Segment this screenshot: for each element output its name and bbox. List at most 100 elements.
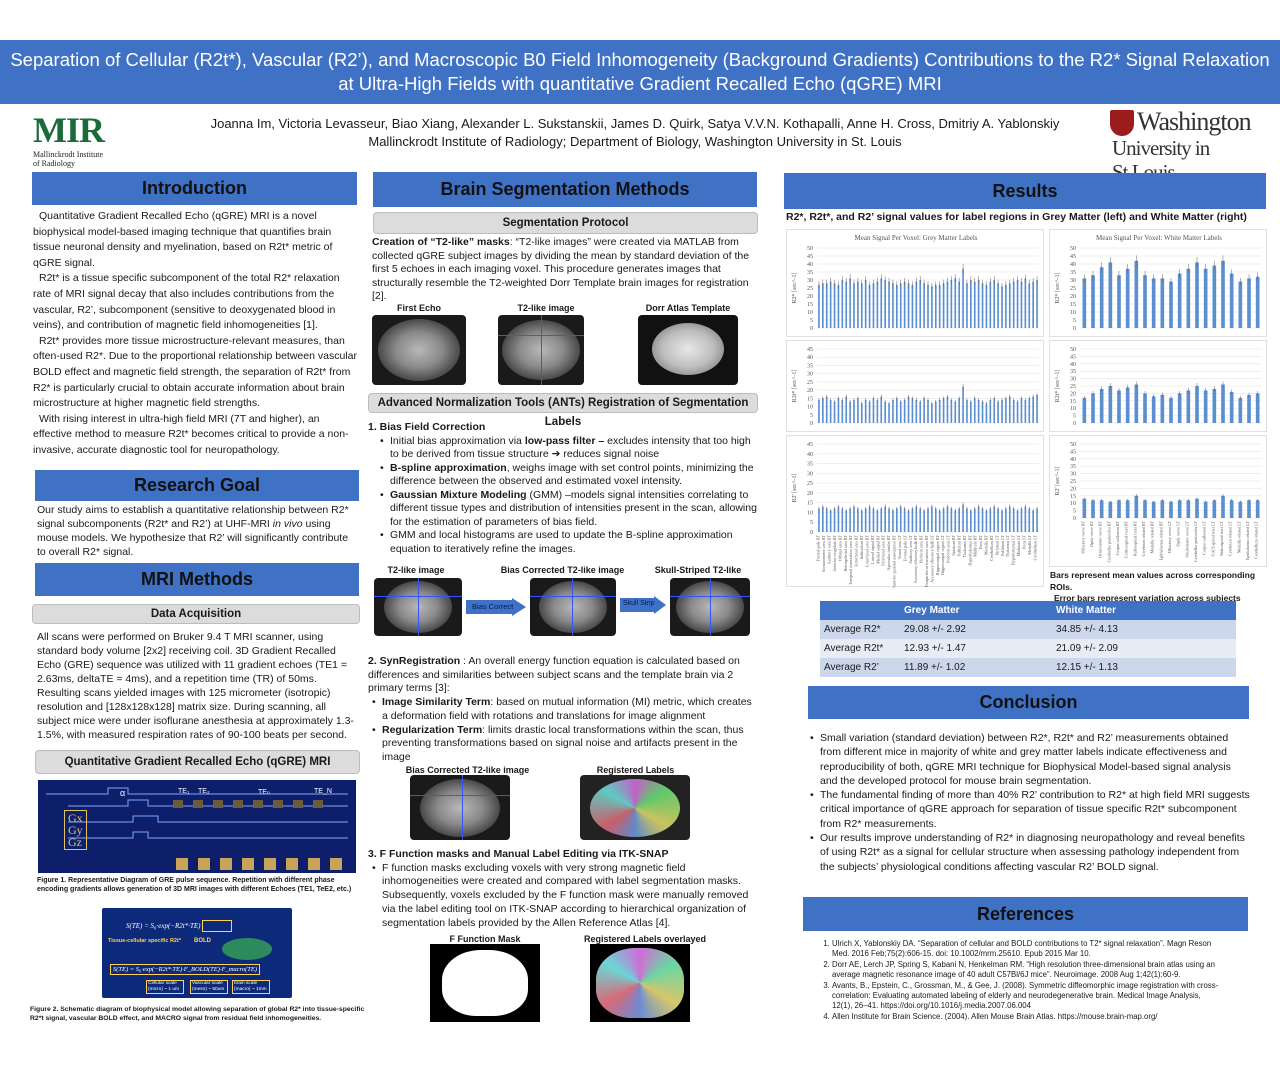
bar (973, 281, 976, 328)
x-tick-label: Retrosplenial area RT (843, 535, 848, 572)
bar (907, 510, 910, 532)
mir-logo-mark: MIR (33, 110, 105, 150)
x-tick-label: Ectorhinal area RT (854, 535, 859, 567)
bias-field-list: Initial bias approximation via low-pass … (368, 435, 758, 557)
y-tick-label: 30 (1070, 278, 1076, 284)
x-tick-label: Olfactory nerve RT (1080, 521, 1085, 554)
bar (1143, 393, 1147, 423)
chart-svg: R2' [sec^-1]05101520253035404550Olfactor… (1055, 442, 1262, 562)
first-echo-label: First Echo (396, 303, 441, 313)
bar (934, 284, 937, 328)
bar (1186, 268, 1191, 328)
bar (864, 399, 867, 423)
x-tick-label: Striatum RT (951, 535, 956, 556)
bar (884, 506, 886, 532)
qgre-subheading: Quantitative Gradient Recalled Echo (qGR… (35, 750, 360, 774)
bar (1012, 281, 1015, 328)
intro-paragraph: R2t* provides more tissue microstructure… (33, 334, 357, 410)
bias-item-3-text: GMM and local histograms are used to upd… (390, 529, 733, 555)
bar (880, 278, 883, 328)
bar (818, 508, 820, 532)
bar (1005, 508, 1007, 532)
research-goal-heading: Research Goal (35, 470, 359, 501)
bar (973, 398, 976, 423)
introduction-heading: Introduction (32, 172, 357, 205)
bar (950, 399, 953, 423)
bar (1036, 395, 1038, 423)
bar (1032, 510, 1034, 532)
x-tick-label: Pallidum LT (1000, 535, 1005, 556)
mir-logo-line2: of Radiology (33, 159, 75, 168)
table-cell: 12.93 +/- 1.47 (900, 639, 1052, 658)
bias-item-2-post: (GMM) –models signal intensities correla… (390, 488, 757, 528)
y-tick-label: 25 (807, 380, 813, 386)
bias-item-1-bold: B-spline approximation (390, 461, 507, 474)
bar (1247, 394, 1251, 423)
f-function-list: F function masks excluding voxels with v… (368, 862, 758, 931)
bar (911, 508, 914, 532)
bar (892, 283, 894, 328)
bar (1143, 275, 1147, 328)
bar (822, 283, 824, 328)
table-cell: Average R2* (820, 620, 900, 639)
bar (1255, 276, 1260, 328)
research-goal-heading-text: Research Goal (133, 475, 261, 495)
y-axis-label: R2t* [sec^-1] (792, 370, 798, 403)
bar (970, 401, 972, 423)
x-tick-label: Frontal pole LT (902, 535, 907, 562)
pipeline-bias-label: Bias Corrected T2-like image (500, 565, 625, 575)
bar (1160, 394, 1165, 423)
x-tick-label: Auditory area RT (827, 535, 832, 565)
chart-notes: Bars represent mean values across corres… (1050, 570, 1275, 605)
table-cell: Average R2’ (820, 658, 900, 677)
affiliation: Mallinckrodt Institute of Radiology; Dep… (368, 134, 902, 149)
bar (997, 283, 999, 328)
conclusion-heading-text: Conclusion (979, 692, 1078, 712)
bar (915, 281, 918, 328)
x-tick-label: Visual area LT (897, 535, 902, 560)
bar (1169, 397, 1173, 423)
bar (954, 401, 957, 423)
bias-item-0-post: excludes intensity that too high to be d… (390, 434, 751, 461)
bar (1028, 398, 1031, 423)
list-item: Dorr AE, Lerch JP, Spring S, Kabani N, H… (832, 960, 1223, 980)
bar (1024, 399, 1027, 423)
bar (1099, 500, 1104, 518)
y-tick-label: 0 (810, 530, 813, 536)
list-item: Gaussian Mixture Modeling (GMM) –models … (378, 489, 758, 530)
y-axis-label: R2' [sec^-1] (792, 473, 798, 502)
y-tick-label: 45 (1070, 449, 1076, 455)
y-tick-label: 5 (1073, 509, 1076, 515)
bar (1108, 501, 1113, 518)
chart-note-2: Error bars represent variation across su… (1054, 593, 1241, 603)
x-tick-label: Cerebellum LT (1032, 535, 1037, 561)
table-cell: 34.85 +/- 4.13 (1052, 620, 1236, 639)
bar (962, 268, 964, 328)
y-tick-label: 40 (1070, 262, 1076, 268)
bar (1212, 265, 1217, 328)
y-tick-label: 10 (807, 405, 813, 411)
x-tick-label: Medulla related LT (1236, 521, 1241, 554)
mir-logo: MIR Mallinckrodt Institute of Radiology (33, 110, 123, 170)
intro-paragraph: Quantitative Gradient Recalled Echo (qGR… (33, 210, 333, 269)
y-tick-label: 50 (1070, 442, 1076, 448)
x-tick-label: Epithalamus related RT (1158, 521, 1163, 561)
y-tick-label: 50 (1070, 246, 1076, 252)
gre-pulse-diagram: α TE₁ TE₂ TEₙ TE_N Gx Gy Gz (38, 780, 356, 873)
bar (1005, 398, 1007, 423)
bar (997, 508, 999, 532)
x-tick-label: Orbital area RT (837, 535, 842, 561)
conclusion-heading: Conclusion (808, 686, 1249, 719)
bar (1212, 388, 1217, 423)
pulse-sequence-svg (46, 787, 348, 870)
bar (833, 283, 836, 328)
dorr-atlas-label: Dorr Atlas Template (645, 303, 731, 313)
bar (896, 508, 898, 532)
bar (825, 283, 828, 328)
bar (1195, 262, 1199, 328)
t2-like-masks-text: : “T2-like images” were created via MATL… (372, 236, 750, 303)
x-tick-label: Cerebrum related RT (1141, 521, 1146, 557)
research-goal-text-b: using mouse models. We hypothesize that … (37, 518, 349, 558)
